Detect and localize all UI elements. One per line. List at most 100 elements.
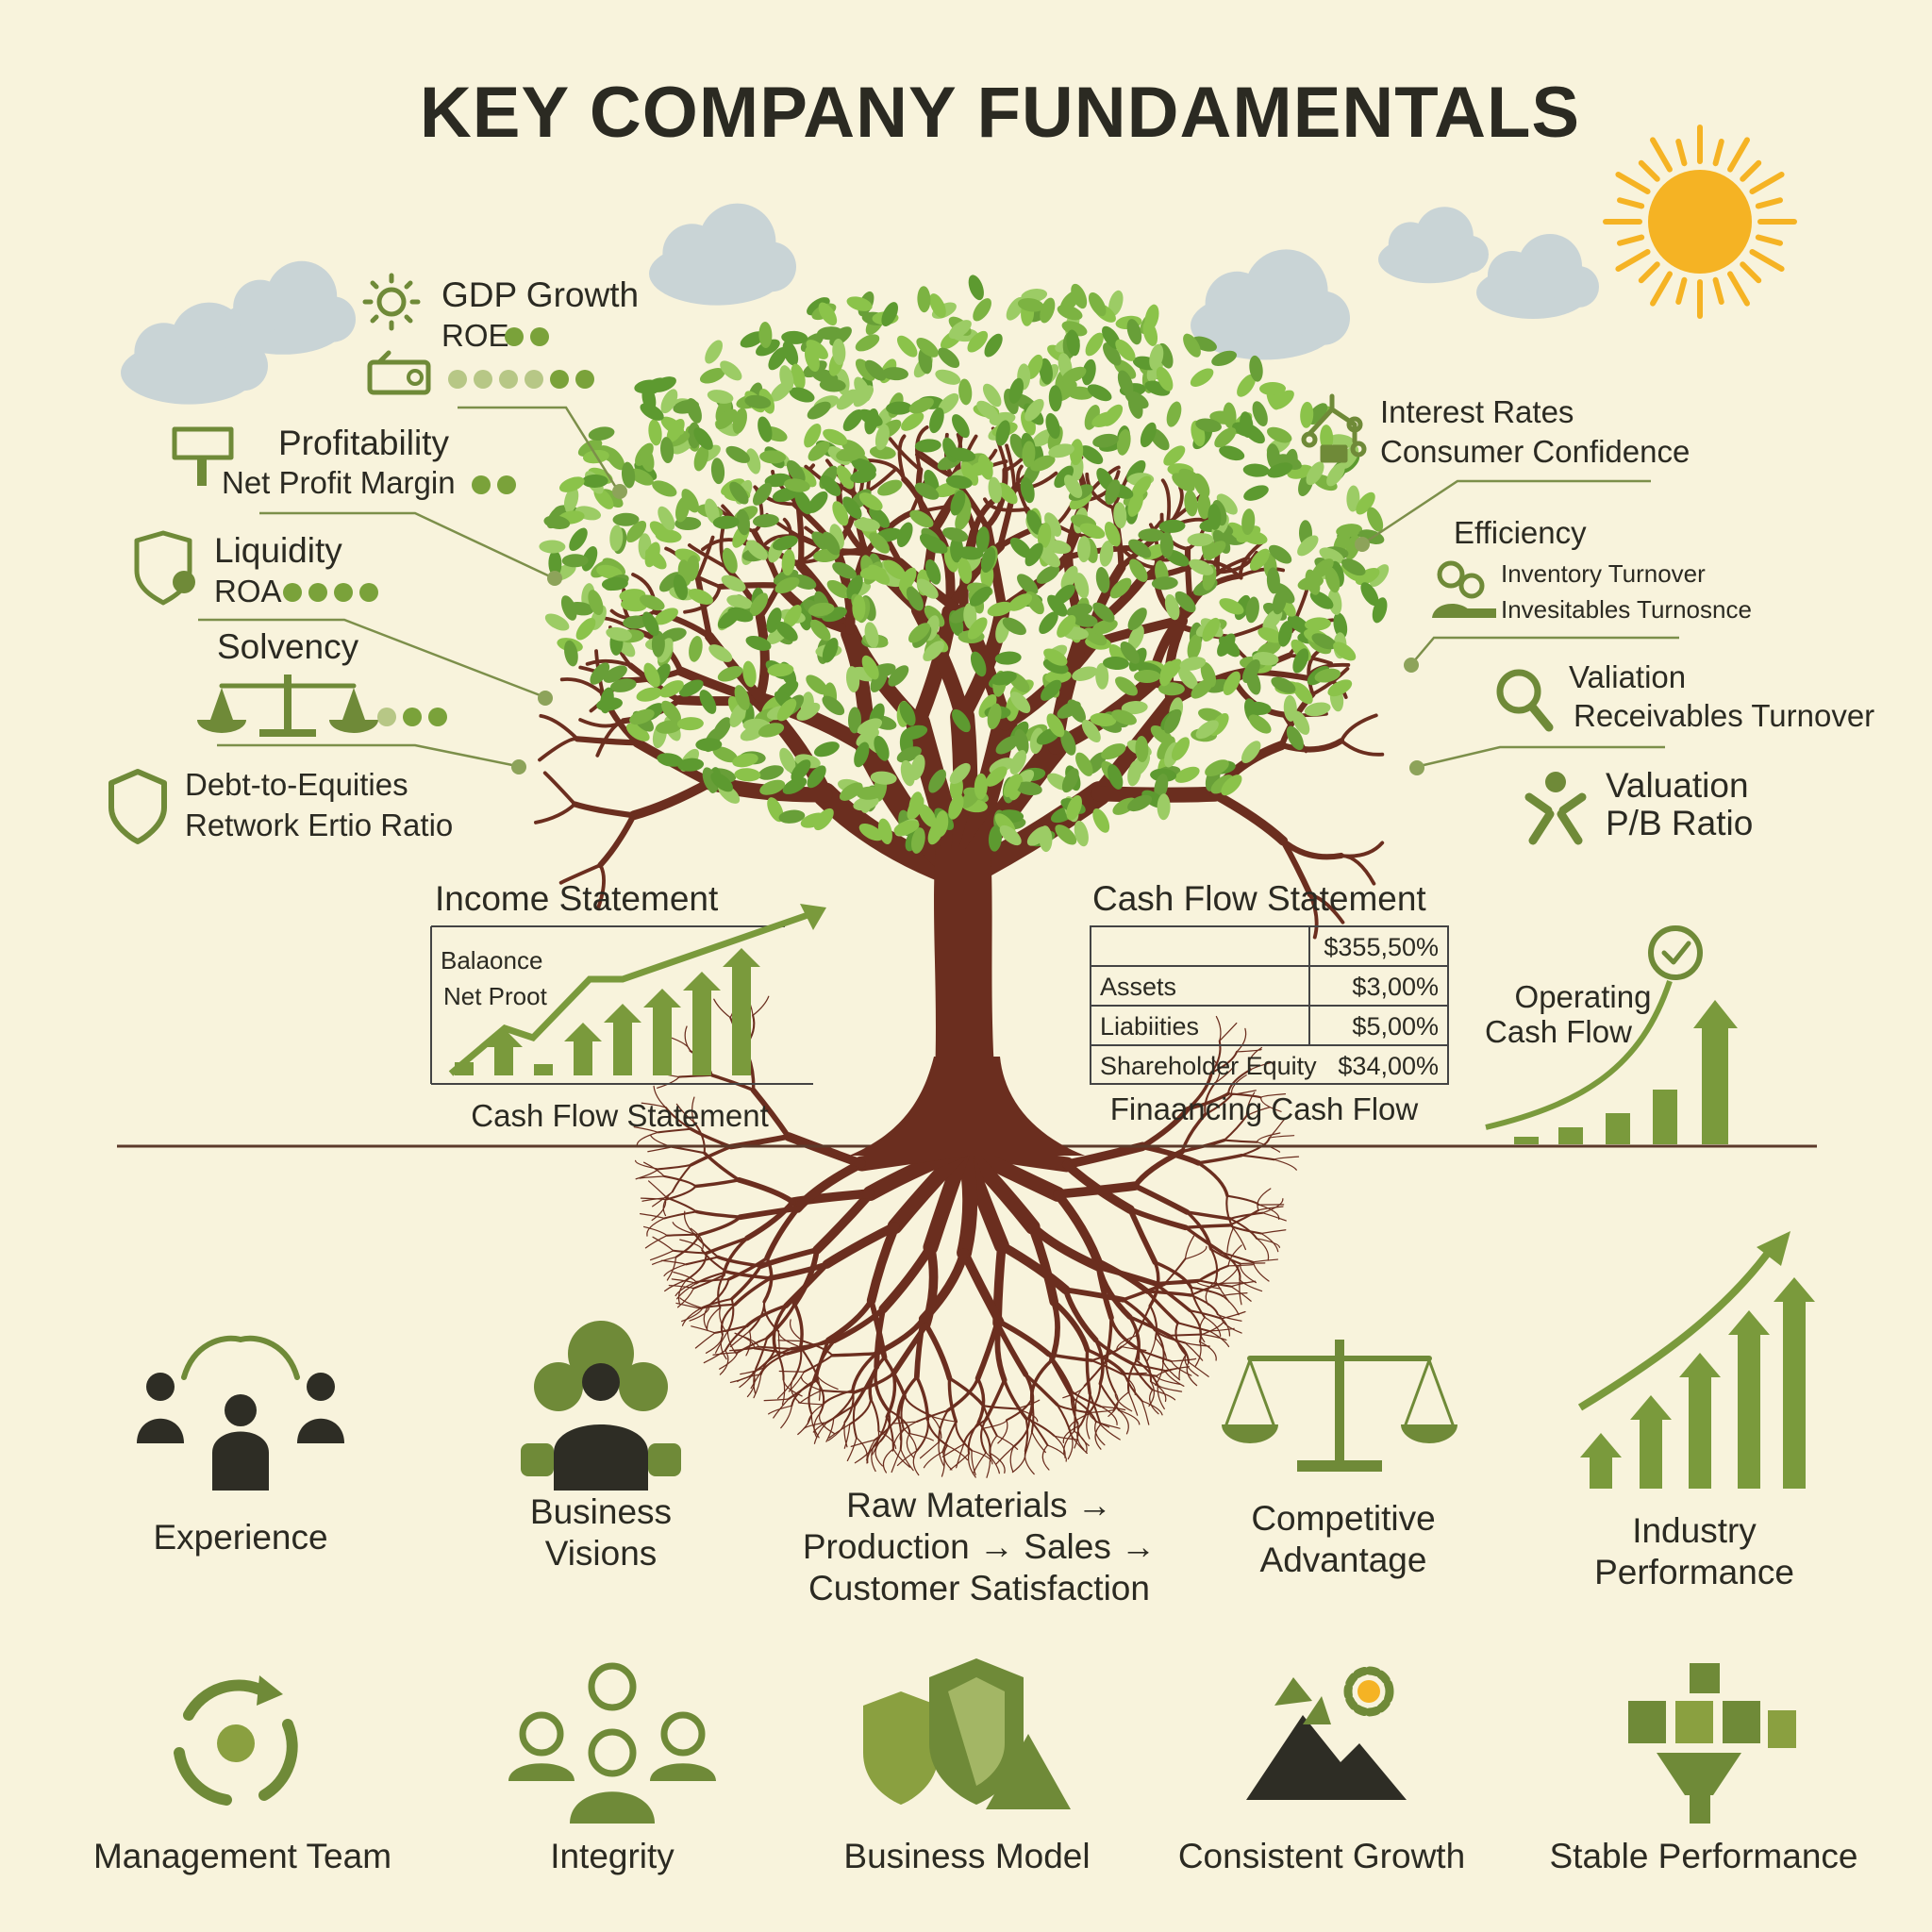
leaf (1159, 660, 1175, 687)
root (984, 1378, 1007, 1422)
leaf (1189, 558, 1214, 575)
sun-ray (1755, 234, 1784, 246)
leaf (857, 718, 883, 735)
leaf (1197, 492, 1211, 520)
root (1219, 1022, 1238, 1042)
leaf (601, 576, 628, 591)
leaf (949, 447, 976, 462)
root (699, 1297, 733, 1310)
leaf (839, 782, 863, 801)
root (813, 1422, 828, 1444)
leaf (588, 590, 604, 616)
root (870, 1397, 880, 1432)
leaf (710, 772, 734, 792)
root (1197, 1264, 1230, 1282)
table-row: Assets$3,00% (1100, 973, 1439, 1001)
root (1201, 1321, 1224, 1336)
root (737, 1206, 801, 1221)
leaf (896, 335, 918, 358)
bar-arrowhead (643, 989, 681, 1008)
mountain-gear-icon (1246, 1666, 1407, 1800)
bar-arrowhead (564, 1023, 602, 1041)
branch (538, 737, 579, 762)
root (1105, 1359, 1117, 1394)
leaf (914, 482, 940, 500)
root (825, 1417, 835, 1442)
root (1184, 1235, 1195, 1260)
leaf (1328, 434, 1356, 448)
leaf (1127, 392, 1143, 419)
leaf (1103, 342, 1122, 366)
root (882, 1356, 907, 1398)
label-title: Debt-to-Equities (185, 767, 408, 802)
leaf (1108, 290, 1124, 316)
root (1240, 1262, 1257, 1284)
chart-bar (653, 1008, 672, 1075)
root (1163, 1257, 1187, 1286)
leaf (744, 394, 772, 409)
root (1139, 1349, 1153, 1383)
root (1197, 1279, 1233, 1288)
leaf (1071, 613, 1098, 627)
root (816, 1374, 821, 1401)
leaf (558, 476, 585, 492)
root (1240, 1262, 1266, 1265)
root (671, 1278, 697, 1285)
leaf (846, 296, 873, 311)
root (1174, 1322, 1187, 1357)
root (776, 1378, 794, 1400)
root (1184, 1341, 1204, 1361)
branch (559, 677, 605, 696)
bar-arrowhead (683, 972, 721, 991)
root (736, 1337, 769, 1354)
root (878, 1242, 936, 1314)
leaf (1108, 764, 1124, 790)
root (923, 1451, 944, 1469)
rating-dot (472, 475, 491, 494)
leaf (948, 320, 972, 340)
root (871, 1430, 880, 1456)
branch (597, 812, 637, 869)
root (1091, 1345, 1124, 1362)
chart-bar (1783, 1302, 1806, 1489)
income-statement-title: Income Statement (435, 879, 719, 918)
leaf (1163, 445, 1186, 466)
leaf (908, 791, 924, 818)
leaf (969, 586, 992, 607)
leaf (934, 810, 949, 838)
leaf (1237, 374, 1257, 397)
leaf (1210, 774, 1234, 794)
operating-cash-flow: Operating Cash Flow (1485, 925, 1738, 1144)
root (1100, 1406, 1118, 1425)
root (986, 1452, 991, 1478)
root (891, 1428, 905, 1452)
root (852, 1372, 895, 1394)
root (1185, 1210, 1213, 1251)
rating-dot (377, 708, 396, 726)
root (704, 1236, 749, 1256)
root (827, 1422, 846, 1441)
row2-item-label: Stable Performance (1549, 1837, 1857, 1875)
leaf (563, 487, 579, 513)
leaf (1203, 541, 1226, 560)
root (1087, 1382, 1102, 1416)
root (750, 1087, 791, 1140)
leaf (1115, 339, 1136, 361)
root (1164, 1370, 1185, 1387)
root (1260, 1096, 1282, 1112)
leaf (1008, 593, 1033, 611)
leaf (1333, 612, 1348, 640)
leaf (726, 594, 753, 609)
branch (983, 497, 1029, 512)
root (941, 1451, 945, 1477)
leaf (916, 338, 939, 358)
leaf (973, 298, 991, 322)
root (777, 1330, 799, 1347)
leaf (911, 827, 925, 854)
leaf (1081, 358, 1096, 386)
leaf (1070, 439, 1084, 466)
group-icon (508, 1662, 716, 1824)
branch (863, 509, 915, 557)
sun-ray (1712, 138, 1724, 167)
